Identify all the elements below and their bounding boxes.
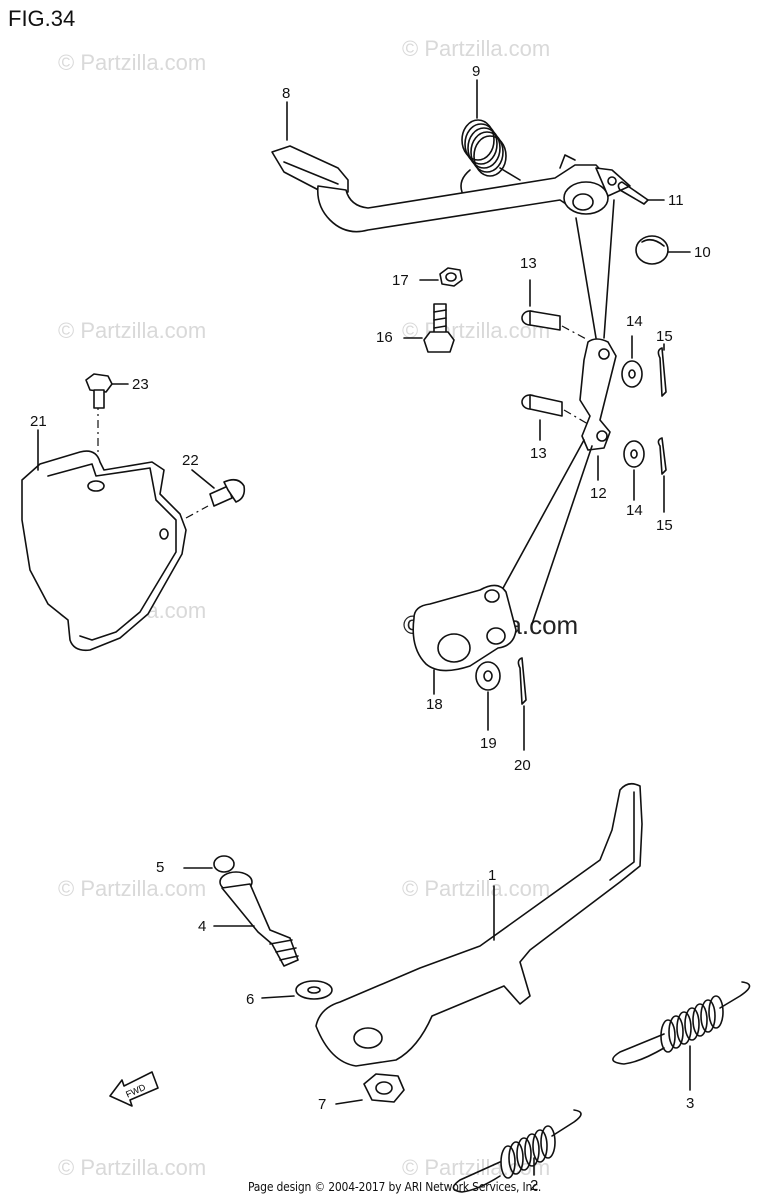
watermark: © Partzilla.com	[58, 318, 207, 343]
callout-10: 10	[694, 244, 711, 261]
part-14-washer-upper	[621, 335, 643, 388]
part-13-pin-upper	[521, 279, 561, 331]
callout-17: 17	[392, 272, 409, 289]
part-16-bolt	[403, 303, 455, 353]
part-9-pedal-spring	[460, 119, 521, 193]
callout-8: 8	[282, 85, 291, 102]
part-18-lever	[412, 584, 517, 695]
callout-14-lower: 14	[626, 502, 643, 519]
callout-3: 3	[686, 1095, 695, 1112]
part-19-washer	[475, 661, 501, 731]
part-2-spring	[452, 1109, 582, 1193]
callout-18: 18	[426, 696, 443, 713]
part-1-side-stand	[315, 782, 643, 1067]
part-7-nut	[335, 1073, 405, 1105]
callout-14-upper: 14	[626, 313, 643, 330]
watermark: © Partzilla.com	[402, 36, 551, 61]
part-8-brake-pedal	[271, 145, 631, 233]
part-14-washer-lower	[623, 440, 645, 501]
part-13-pin-lower	[521, 394, 563, 441]
callout-20: 20	[514, 757, 531, 774]
callout-23: 23	[132, 376, 149, 393]
part-10-cap	[635, 235, 691, 265]
part-12-link	[579, 338, 617, 481]
callout-22: 22	[182, 452, 199, 469]
callout-13-lower: 13	[530, 445, 547, 462]
part-23-bolt	[85, 373, 129, 409]
part-4-pivot-bolt	[213, 871, 299, 967]
callout-16: 16	[376, 329, 393, 346]
callout-6: 6	[246, 991, 255, 1008]
part-15-pin-lower	[657, 437, 667, 513]
part-3-spring	[612, 981, 751, 1091]
figure-title: FIG.34	[8, 6, 76, 31]
part-20-pin	[517, 657, 527, 751]
callout-15-upper: 15	[656, 328, 673, 345]
callout-5: 5	[156, 859, 165, 876]
callout-2: 2	[530, 1177, 539, 1194]
watermark: © Partzilla.com	[58, 50, 207, 75]
part-11-cotter-pin	[617, 181, 665, 205]
footer-copyright: Page design © 2004-2017 by ARI Network S…	[248, 1180, 542, 1194]
callout-12: 12	[590, 485, 607, 502]
watermark: © Partzilla.com	[58, 876, 207, 901]
part-15-pin-upper	[657, 343, 667, 397]
part-5-cap	[183, 855, 235, 873]
part-6-washer	[261, 980, 333, 1000]
callout-4: 4	[198, 918, 207, 935]
watermark: © Partzilla.com	[402, 876, 551, 901]
part-17-nut	[419, 267, 463, 287]
callout-9: 9	[472, 63, 481, 80]
callout-13-upper: 13	[520, 255, 537, 272]
part-22-bolt	[191, 469, 246, 507]
part-21-bracket	[21, 429, 187, 652]
callout-1: 1	[488, 867, 497, 884]
callout-11: 11	[668, 192, 684, 209]
fwd-arrow-icon: FWD	[109, 1071, 159, 1107]
callout-7: 7	[318, 1096, 327, 1113]
watermark: © Partzilla.com	[58, 1155, 207, 1180]
callout-19: 19	[480, 735, 497, 752]
callout-21: 21	[30, 413, 47, 430]
callout-15-lower: 15	[656, 517, 673, 534]
